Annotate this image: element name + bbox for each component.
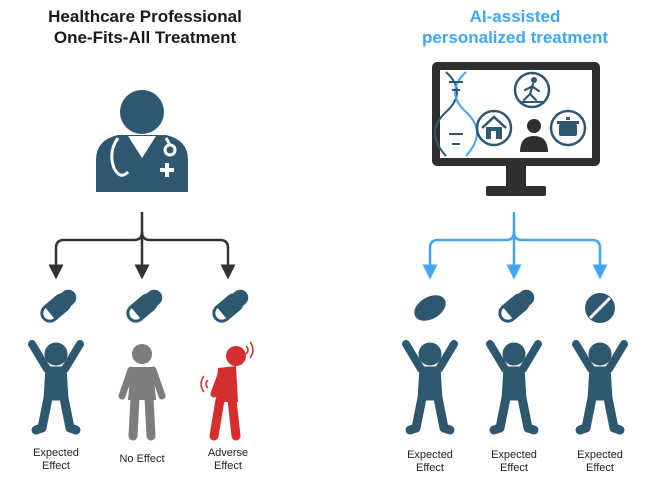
right-branch-arrows: [422, 212, 608, 280]
pill-icon: [585, 293, 615, 323]
person-expected-icon: [406, 343, 454, 430]
right-title-line1: AI-assisted: [469, 7, 561, 26]
dna-icon: [434, 71, 478, 157]
cooking-pot-icon: [549, 109, 587, 147]
capsule-icon: [126, 289, 163, 323]
doctor-icon: [96, 90, 188, 192]
right-outcome-1: Expected Effect: [407, 449, 453, 474]
tablet-icon: [414, 295, 446, 321]
person-expected-icon: [32, 343, 80, 430]
right-title-line2: personalized treatment: [421, 28, 609, 47]
left-outcome-1: Expected Effect: [33, 447, 79, 472]
capsule-icon: [498, 289, 535, 323]
left-branch-arrows: [48, 212, 236, 280]
person-expected-icon: [576, 343, 624, 430]
capsule-icon: [212, 289, 249, 323]
left-title: Healthcare Professional One-Fits-All Tre…: [20, 6, 270, 48]
left-outcome-3: Adverse Effect: [207, 447, 249, 472]
left-title-line1: Healthcare Professional: [48, 7, 242, 26]
capsule-icon: [40, 289, 77, 323]
person-no-effect-icon: [118, 344, 166, 441]
left-title-line2: One-Fits-All Treatment: [53, 28, 237, 47]
home-icon: [475, 109, 513, 147]
person-icon: [520, 119, 548, 152]
person-adverse-icon: [200, 341, 254, 441]
right-outcome-2: Expected Effect: [491, 449, 537, 474]
running-icon: [513, 71, 551, 109]
left-outcome-2: No Effect: [119, 453, 165, 465]
right-title: AI-assisted personalized treatment: [395, 6, 635, 48]
person-expected-icon: [490, 343, 538, 430]
right-outcome-3: Expected Effect: [577, 449, 623, 474]
